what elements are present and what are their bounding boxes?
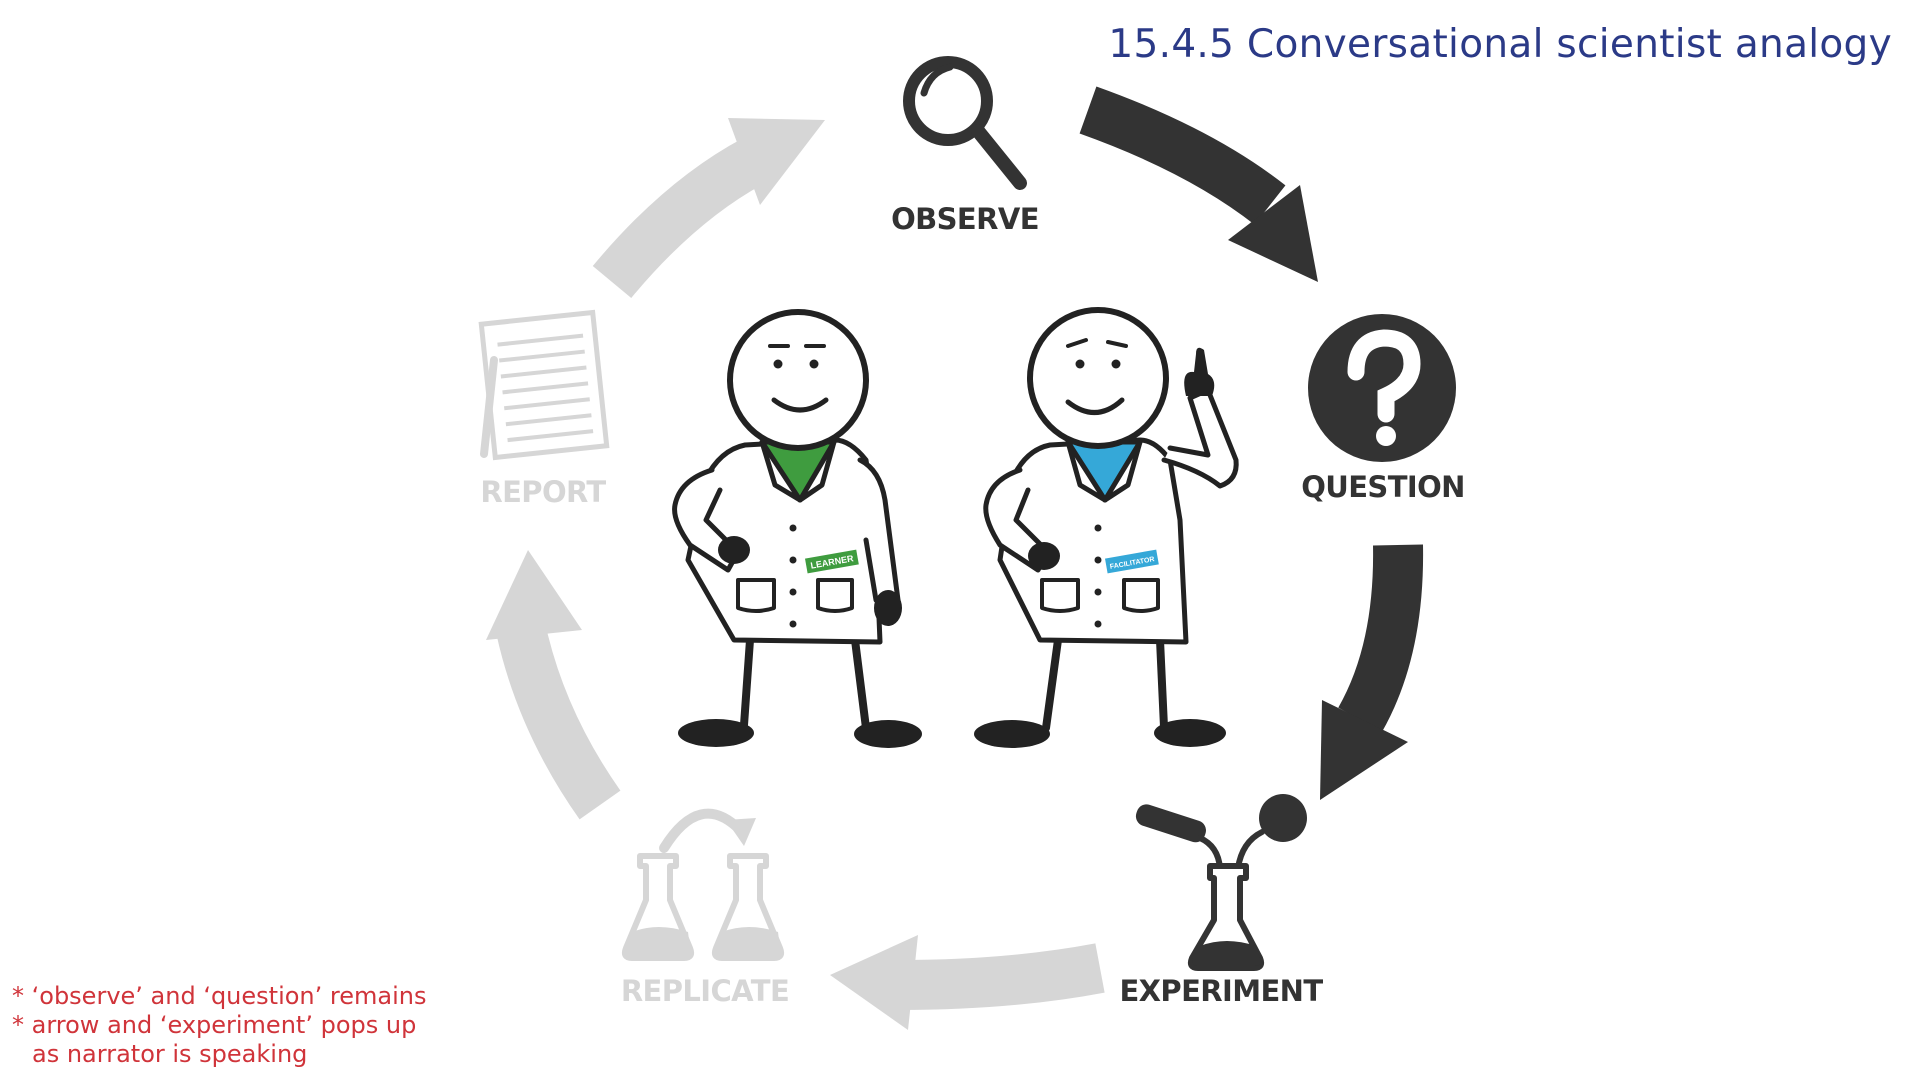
arrow-question-to-experiment <box>1320 544 1424 800</box>
step-label-report: REPORT <box>480 475 606 509</box>
note-line-2: * arrow and ‘experiment’ pops up <box>12 1011 417 1039</box>
note-line-3: as narrator is speaking <box>32 1040 308 1068</box>
step-label-observe: OBSERVE <box>891 202 1039 236</box>
arrow-observe-to-question <box>1079 86 1318 282</box>
document-icon <box>478 309 610 461</box>
slide-title: 15.4.5 Conversational scientist analogy <box>1108 22 1892 67</box>
step-label-replicate: REPLICATE <box>621 974 789 1008</box>
step-label-question: QUESTION <box>1301 470 1465 504</box>
two-flasks-icon <box>621 808 785 961</box>
arrow-experiment-to-replicate <box>830 935 1105 1030</box>
step-label-experiment: EXPERIMENT <box>1119 974 1323 1008</box>
arrow-replicate-to-report <box>486 550 621 820</box>
learner-character <box>672 309 922 748</box>
note-line-1: * ‘observe’ and ‘question’ remains <box>12 982 427 1010</box>
question-mark-icon <box>1308 314 1456 462</box>
learner-badge: LEARNER <box>805 549 859 574</box>
facilitator-character <box>974 307 1239 748</box>
arrow-report-to-observe <box>592 118 825 299</box>
magnifier-icon <box>903 56 1027 190</box>
flask-pouring-icon <box>1135 794 1307 971</box>
speaker-notes: * ‘observe’ and ‘question’ remains * arr… <box>12 982 426 1069</box>
